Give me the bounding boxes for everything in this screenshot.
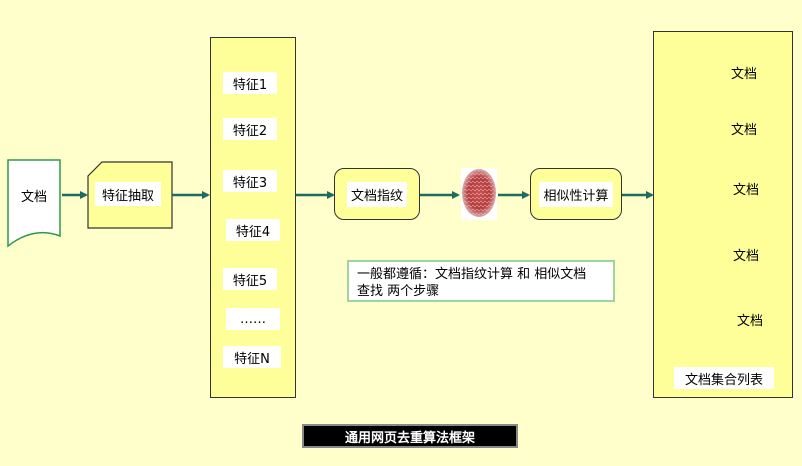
fingerprint-box-label: 文档指纹	[346, 181, 407, 207]
similarity-box-label: 相似性计算	[539, 181, 613, 207]
collection-label: 文档集合列表	[674, 367, 774, 389]
input-document-shape	[7, 159, 61, 248]
collection-document-label: 文档	[730, 67, 757, 82]
collection-document-label: 文档	[736, 314, 763, 329]
feature-item-ellipsis: ……	[226, 308, 280, 330]
process-note-line-1: 一般都遵循：文档指纹计算 和 相似文档	[357, 267, 587, 282]
collection-panel	[653, 31, 793, 398]
input-document-label: 文档	[20, 190, 47, 205]
similarity-box: 相似性计算	[530, 168, 622, 220]
feature-item-1: 特征1	[223, 72, 277, 94]
feature-item-3: 特征3	[223, 170, 277, 192]
collection-document-label: 文档	[732, 249, 759, 264]
collection-document-label: 文档	[732, 183, 759, 198]
feature-item-4: 特征4	[226, 219, 280, 241]
process-note-line-2: 查找 两个步骤	[357, 284, 440, 299]
collection-document-label: 文档	[730, 123, 757, 138]
process-note: 一般都遵循：文档指纹计算 和 相似文档 查找 两个步骤	[347, 260, 615, 302]
feature-item-2: 特征2	[223, 118, 277, 140]
fingerprint-box: 文档指纹	[334, 168, 420, 220]
fingerprint-icon	[461, 168, 497, 220]
diagram-caption: 通用网页去重算法框架	[302, 424, 518, 448]
feature-panel	[210, 37, 296, 398]
feature-item-n: 特征N	[223, 346, 281, 368]
feature-item-5: 特征5	[223, 268, 277, 290]
feature-extract-label: 特征抽取	[95, 182, 161, 206]
